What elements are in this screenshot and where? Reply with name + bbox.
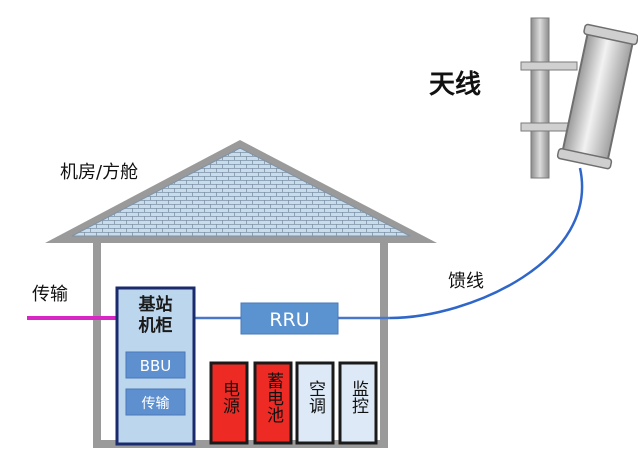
power-label: 电源 <box>219 380 240 415</box>
bbu-label: BBU <box>140 357 172 375</box>
monitor-label: 监控 <box>348 380 369 414</box>
monitor-box: 监控 <box>338 361 378 445</box>
aircon-box: 空调 <box>295 361 335 445</box>
transmission-module-label: 传输 <box>142 396 170 412</box>
feeder-cable <box>389 167 584 320</box>
cabinet-label-line2: 机柜 <box>139 315 173 336</box>
feeder-label: 馈线 <box>448 271 484 292</box>
bbu-module <box>125 351 186 379</box>
mast-pole-icon <box>520 17 578 179</box>
power-supply-box: 电源 <box>209 361 249 445</box>
room-label: 机房/方舱 <box>60 162 138 183</box>
roof-bricks <box>71 147 411 237</box>
room-wall-left <box>93 240 101 448</box>
rru-label: RRU <box>269 309 309 331</box>
cabinet-label-line1: 基站 <box>138 294 173 315</box>
transmission-module <box>125 388 186 416</box>
battery-box: 蓄电池 <box>253 361 293 445</box>
aircon-label: 空调 <box>305 380 326 415</box>
room-wall-right <box>380 240 388 448</box>
base-station-cabinet: 基站 机柜 BBU 传输 <box>115 286 196 446</box>
transmission-label: 传输 <box>32 284 68 305</box>
rru-unit: RRU <box>240 302 339 335</box>
antenna-label: 天线 <box>429 70 481 100</box>
battery-label: 蓄电池 <box>263 372 284 423</box>
panel-antenna-icon <box>556 23 638 170</box>
